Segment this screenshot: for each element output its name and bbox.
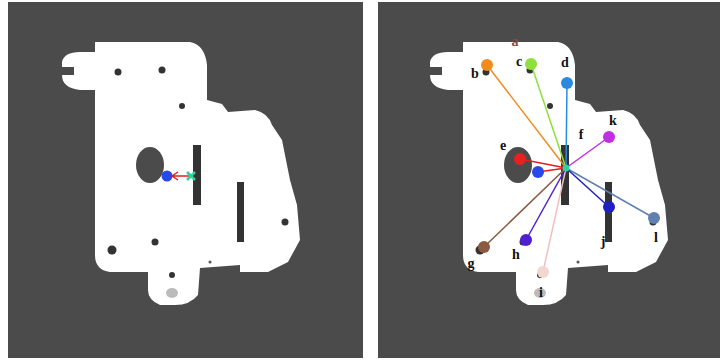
ray-lines — [484, 64, 654, 272]
point-letter: l — [654, 231, 658, 245]
point-letter: c — [516, 55, 522, 69]
point-letter: j — [601, 235, 606, 249]
point-letter: e — [500, 139, 506, 153]
left-panel — [8, 2, 363, 358]
point-letter: a — [512, 35, 519, 49]
point-letter: h — [512, 248, 520, 262]
point-letter: f — [579, 128, 584, 142]
center-mark — [187, 172, 195, 180]
ray-dots — [478, 58, 660, 278]
point-letter: b — [471, 67, 479, 81]
part-right — [430, 42, 668, 305]
point-letter: k — [609, 114, 617, 128]
point-letter: i — [539, 286, 543, 300]
point-letter: d — [561, 56, 569, 70]
right-panel — [378, 2, 720, 358]
point-letter: g — [468, 257, 475, 271]
part-left — [62, 42, 300, 305]
